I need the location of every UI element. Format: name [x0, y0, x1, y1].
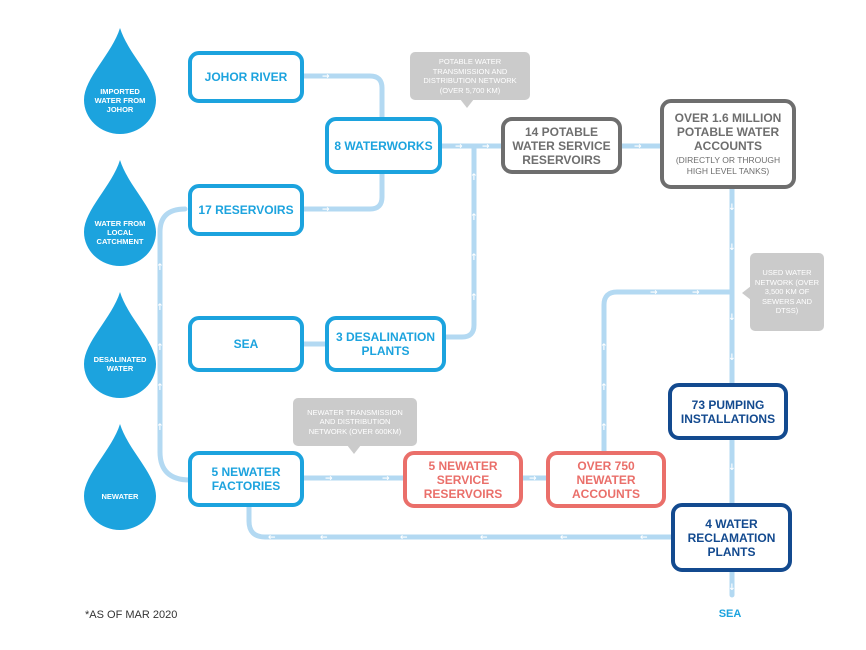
flow-arrow-icon: ← — [400, 533, 408, 543]
flow-arrow-icon: ← — [320, 533, 328, 543]
callout-used-water-network: USED WATER NETWORK (OVER 3,500 KM OF SEW… — [742, 253, 824, 331]
source-drop-local-catchment: WATER FROM LOCAL CATCHMENT — [82, 158, 158, 268]
flow-arrow-icon: ↓ — [728, 463, 736, 473]
node-label: 5 NEWATER FACTORIES — [211, 465, 281, 493]
flow-arrow-icon: → — [382, 474, 390, 484]
node-label: 73 PUMPING INSTALLATIONS — [680, 397, 776, 426]
source-label: WATER FROM LOCAL CATCHMENT — [94, 218, 146, 246]
node-water-reclamation: 4 WATER RECLAMATION PLANTS — [671, 503, 792, 572]
node-sea-source: SEA — [188, 316, 304, 372]
source-label: DESALINATED WATER — [93, 355, 147, 373]
flow-arrow-icon: ↓ — [728, 243, 736, 253]
flow-arrow-icon: → — [529, 474, 537, 484]
flow-arrow-icon: ↑ — [470, 253, 478, 263]
callout-newater-network: NEWATER TRANSMISSION AND DISTRIBUTION NE… — [293, 398, 417, 454]
flow-arrow-icon: → — [650, 288, 658, 298]
flow-arrow-icon: ← — [268, 533, 276, 543]
node-johor-river: JOHOR RIVER — [188, 51, 304, 103]
node-label: JOHOR RIVER — [204, 70, 288, 84]
water-drop-icon — [84, 160, 156, 266]
flow-arrow-icon: ← — [640, 533, 648, 543]
flow-arrow-icon: → — [692, 288, 700, 298]
flow-arrow-icon: → — [322, 205, 330, 215]
node-label: 5 NEWATER SERVICE RESERVOIRS — [423, 458, 503, 501]
flow-arrow-icon: → — [322, 72, 330, 82]
pipe-johor-to-waterworks — [297, 73, 385, 121]
node-label: OVER 750 NEWATER ACCOUNTS — [572, 458, 640, 501]
flow-arrow-icon: ↑ — [156, 263, 164, 273]
flow-arrow-icon: → — [455, 142, 463, 152]
flow-arrow-icon: ↓ — [728, 583, 736, 593]
node-waterworks: 8 WATERWORKS — [325, 117, 442, 174]
flow-arrow-icon: ↓ — [728, 313, 736, 323]
pipe-factories-to-reservoirs — [157, 206, 193, 483]
node-label: 14 POTABLE WATER SERVICE RESERVOIRS — [512, 124, 611, 167]
pipe-newater-accounts-to-used — [601, 289, 735, 457]
node-label: OVER 1.6 MILLION POTABLE WATER ACCOUNTS — [674, 111, 782, 153]
flow-arrow-icon: ← — [480, 533, 488, 543]
flow-arrow-icon: ↑ — [156, 383, 164, 393]
source-label: NEWATER — [101, 491, 139, 501]
node-desalination: 3 DESALINATION PLANTS — [325, 316, 446, 372]
water-drop-icon — [84, 292, 156, 398]
flow-arrow-icon: ↓ — [728, 353, 736, 363]
flow-arrow-icon: ↑ — [156, 423, 164, 433]
water-drop-icon — [84, 424, 156, 530]
pipe-reservoirs-to-waterworks — [297, 169, 385, 212]
source-drop-newater: NEWATER — [82, 422, 158, 532]
water-drop-icon — [84, 28, 156, 134]
node-label: 4 WATER RECLAMATION PLANTS — [687, 516, 776, 559]
node-label: SEA — [233, 337, 259, 351]
flow-arrow-icon: ↑ — [470, 293, 478, 303]
source-label: IMPORTED WATER FROM JOHOR — [94, 86, 146, 114]
source-drop-desalinated: DESALINATED WATER — [82, 290, 158, 400]
node-label: 17 RESERVOIRS — [198, 203, 294, 217]
flow-arrow-icon: ↑ — [600, 343, 608, 353]
flow-arrow-icon: → — [634, 142, 642, 152]
flow-arrow-icon: ↑ — [470, 213, 478, 223]
flow-arrow-icon: → — [482, 142, 490, 152]
flow-arrow-icon: ↑ — [600, 383, 608, 393]
source-drop-imported: IMPORTED WATER FROM JOHOR — [82, 26, 158, 136]
node-newater-accounts: OVER 750 NEWATER ACCOUNTS — [546, 451, 666, 508]
callout-text: POTABLE WATER TRANSMISSION AND DISTRIBUT… — [423, 57, 517, 95]
node-label: 8 WATERWORKS — [334, 138, 433, 153]
footnote: *AS OF MAR 2020 — [85, 609, 178, 621]
pipe-reclamation-to-factories — [246, 500, 675, 540]
node-potable-accounts: OVER 1.6 MILLION POTABLE WATER ACCOUNTS … — [660, 99, 796, 189]
pipe-desal-to-main — [441, 143, 477, 340]
node-newater-service-reservoirs: 5 NEWATER SERVICE RESERVOIRS — [403, 451, 523, 508]
node-service-reservoirs: 14 POTABLE WATER SERVICE RESERVOIRS — [501, 117, 622, 174]
node-pumping-installations: 73 PUMPING INSTALLATIONS — [668, 383, 788, 440]
sea-outlet-label: SEA — [718, 608, 742, 620]
flow-arrow-icon: ← — [560, 533, 568, 543]
flow-arrow-icon: → — [325, 474, 333, 484]
flow-arrow-icon: ↑ — [600, 423, 608, 433]
flow-arrow-icon: ↑ — [156, 303, 164, 313]
node-reservoirs: 17 RESERVOIRS — [188, 184, 304, 236]
callout-potable-network: POTABLE WATER TRANSMISSION AND DISTRIBUT… — [410, 52, 530, 108]
callout-text: USED WATER NETWORK (OVER 3,500 KM OF SEW… — [754, 268, 820, 316]
callout-text: NEWATER TRANSMISSION AND DISTRIBUTION NE… — [307, 407, 403, 436]
node-label: 3 DESALINATION PLANTS — [335, 330, 436, 358]
node-newater-factories: 5 NEWATER FACTORIES — [188, 451, 304, 507]
flow-arrow-icon: ↑ — [470, 173, 478, 183]
node-sublabel: (DIRECTLY OR THROUGH HIGH LEVEL TANKS) — [675, 155, 781, 176]
flow-arrow-icon: ↑ — [156, 343, 164, 353]
flow-arrow-icon: ↓ — [728, 203, 736, 213]
